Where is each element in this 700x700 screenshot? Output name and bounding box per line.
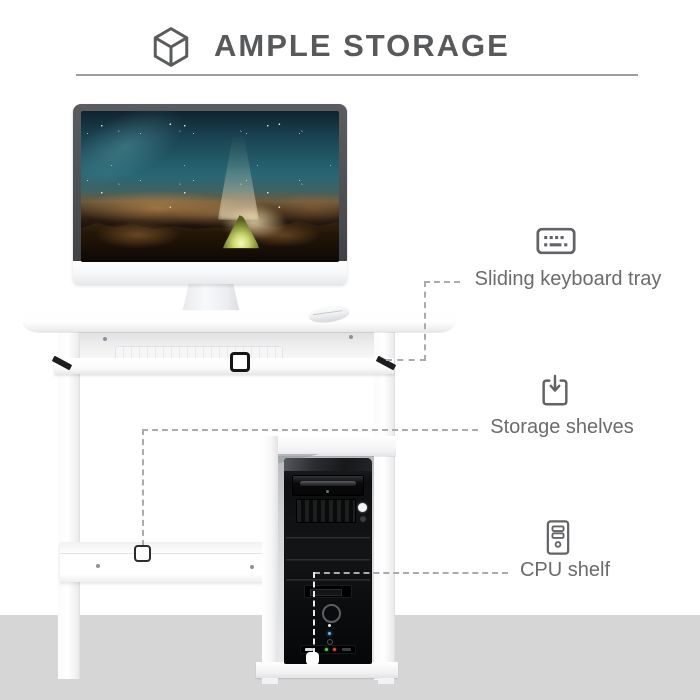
desk-foot [378,678,394,684]
desk-top [22,311,456,332]
screw [96,564,100,568]
io-slot [342,648,351,651]
connector-line [386,359,426,361]
bay-seam [286,579,370,582]
screw [250,565,254,569]
monitor-stand-neck [182,283,240,313]
optical-drive-tray [300,481,356,486]
optical-drive [292,475,364,496]
card-reader-slot [304,585,352,598]
connector-line [313,572,315,654]
callout-label-keyboard-tray: Sliding keyboard tray [474,268,662,290]
led-red [333,648,336,651]
shelf-edge [60,553,264,554]
header-divider [76,74,638,76]
monitor-screen [81,111,339,262]
desk-right-panel [374,332,395,680]
connector-line [314,572,508,574]
cpu-compartment-base [256,662,398,678]
box-arrow-down-icon [542,374,568,406]
tent-glow [210,198,298,238]
side-button [358,503,367,512]
eject-dot [326,490,329,493]
callout-label-cpu-shelf: CPU shelf [519,559,611,581]
bay-seam [286,559,370,562]
connector-line [142,429,478,431]
keyboard-icon [536,227,576,255]
led-blue [328,632,331,635]
side-knob [360,516,366,522]
led-green [325,648,328,651]
cpu-tower-icon [546,520,570,555]
reset-dot [327,639,333,645]
power-button [322,604,341,623]
cube-3d-icon [153,27,189,67]
front-io-panel [300,645,356,654]
bay-seam [286,537,370,540]
screw [103,337,107,341]
connector-line [424,281,460,283]
cpu-tower [284,458,372,664]
desk-left-leg [58,332,80,679]
screw [349,335,353,339]
desk-foot [262,678,278,684]
callout-label-storage-shelves: Storage shelves [490,416,634,438]
cpu-top [284,458,372,471]
monitor-chin [73,261,347,284]
io-slot [305,648,313,651]
drive-bay-module [296,499,356,523]
callout-marker-shelf [134,545,151,562]
cpu-compartment-left-wall [262,436,278,676]
page-title: AMPLE STORAGE [214,28,510,63]
callout-marker-cpu [306,652,319,665]
connector-line [142,429,144,546]
storage-shelf [60,542,264,582]
sliding-keyboard-tray [54,358,394,374]
connector-line [424,281,426,361]
tray-handle-marker [230,352,250,372]
led-white [328,624,331,627]
cpu-compartment-top-shelf [262,436,396,456]
